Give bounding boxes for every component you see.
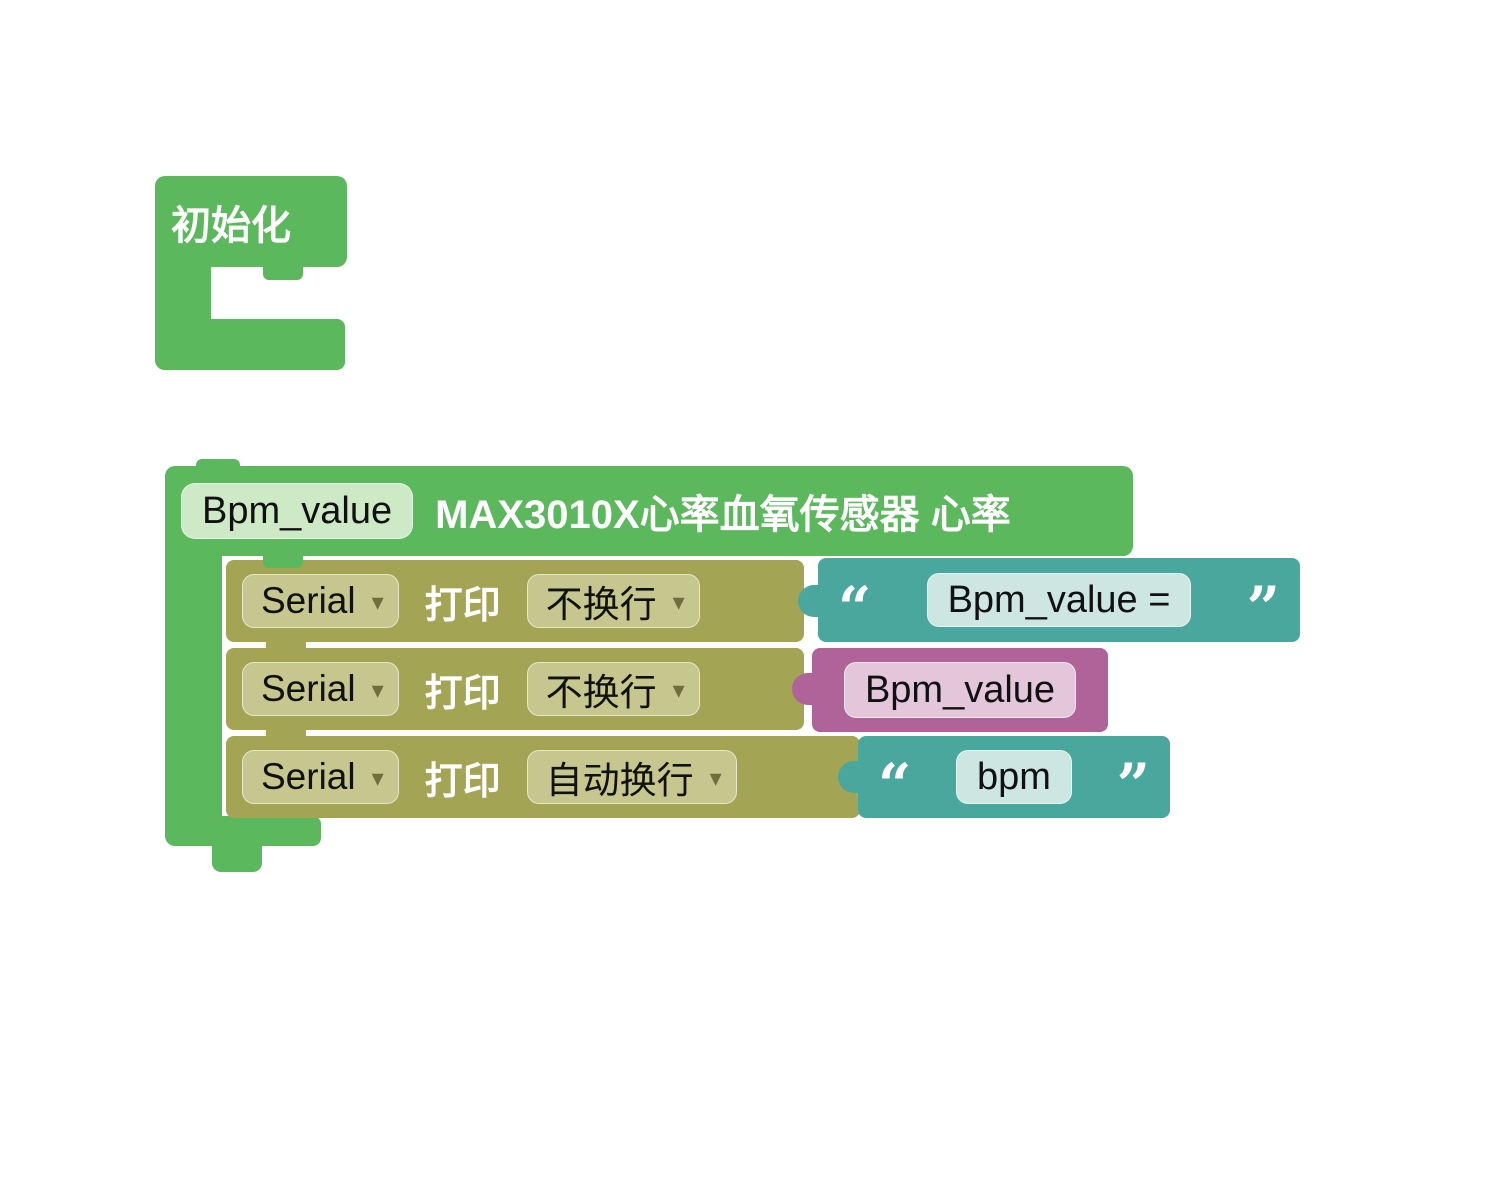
statement-interlock	[266, 640, 306, 650]
sensor-block-label: MAX3010X心率血氧传感器 心率	[435, 493, 1011, 537]
print-label: 打印	[424, 672, 501, 715]
previous-connection-bump	[196, 459, 240, 469]
dropdown-arrow-icon: ▾	[371, 677, 384, 704]
close-quote-icon: ”	[1246, 573, 1280, 642]
serial-port-dropdown[interactable]: Serial ▾	[242, 662, 399, 716]
block-variable-value[interactable]: Bpm_value	[812, 648, 1108, 732]
block-sensor-print[interactable]: Bpm_value MAX3010X心率血氧传感器 心率 Serial ▾ 打印…	[165, 458, 1325, 878]
dropdown-arrow-icon: ▾	[672, 589, 685, 616]
print-mode-value: 自动换行	[545, 760, 694, 801]
print-mode-dropdown[interactable]: 不换行 ▾	[526, 662, 700, 716]
block-serial-print-3[interactable]: Serial ▾ 打印 自动换行 ▾	[226, 736, 860, 818]
serial-port-value: Serial	[261, 756, 356, 797]
init-block-header: 初始化	[155, 176, 347, 267]
block-bottom-arm	[155, 319, 345, 370]
statement-interlock	[266, 728, 306, 738]
print-mode-dropdown[interactable]: 自动换行 ▾	[526, 750, 737, 804]
serial-port-value: Serial	[261, 668, 356, 709]
close-quote-icon: ”	[1116, 750, 1150, 819]
next-connection-tab	[212, 844, 262, 872]
print-label: 打印	[424, 760, 501, 803]
variable-value-field[interactable]: Bpm_value	[843, 662, 1077, 718]
sensor-block-header: Bpm_value MAX3010X心率血氧传感器 心率	[165, 466, 1133, 556]
statement-notch	[263, 265, 303, 280]
block-string-value-2[interactable]: “ bpm ”	[858, 736, 1170, 818]
dropdown-arrow-icon: ▾	[371, 589, 384, 616]
string-value-field[interactable]: bpm	[956, 750, 1072, 804]
print-mode-dropdown[interactable]: 不换行 ▾	[526, 574, 700, 628]
open-quote-icon: “	[878, 750, 912, 819]
block-spine	[165, 518, 222, 845]
print-mode-value: 不换行	[545, 672, 657, 713]
block-string-value-1[interactable]: “ Bpm_value = ”	[818, 558, 1300, 642]
block-bottom-arm	[165, 816, 321, 846]
dropdown-arrow-icon: ▾	[672, 677, 685, 704]
print-label: 打印	[424, 584, 501, 627]
statement-notch	[263, 554, 303, 568]
serial-port-dropdown[interactable]: Serial ▾	[242, 750, 399, 804]
print-mode-value: 不换行	[545, 584, 657, 625]
string-value-field[interactable]: Bpm_value =	[926, 573, 1192, 627]
dropdown-arrow-icon: ▾	[709, 765, 722, 792]
open-quote-icon: “	[838, 573, 872, 642]
variable-name-field[interactable]: Bpm_value	[181, 483, 414, 539]
serial-port-dropdown[interactable]: Serial ▾	[242, 574, 399, 628]
block-serial-print-1[interactable]: Serial ▾ 打印 不换行 ▾	[226, 560, 804, 642]
init-block-label: 初始化	[171, 203, 291, 248]
block-init[interactable]: 初始化	[155, 176, 365, 376]
serial-port-value: Serial	[261, 580, 356, 621]
dropdown-arrow-icon: ▾	[371, 765, 384, 792]
block-serial-print-2[interactable]: Serial ▾ 打印 不换行 ▾	[226, 648, 804, 730]
